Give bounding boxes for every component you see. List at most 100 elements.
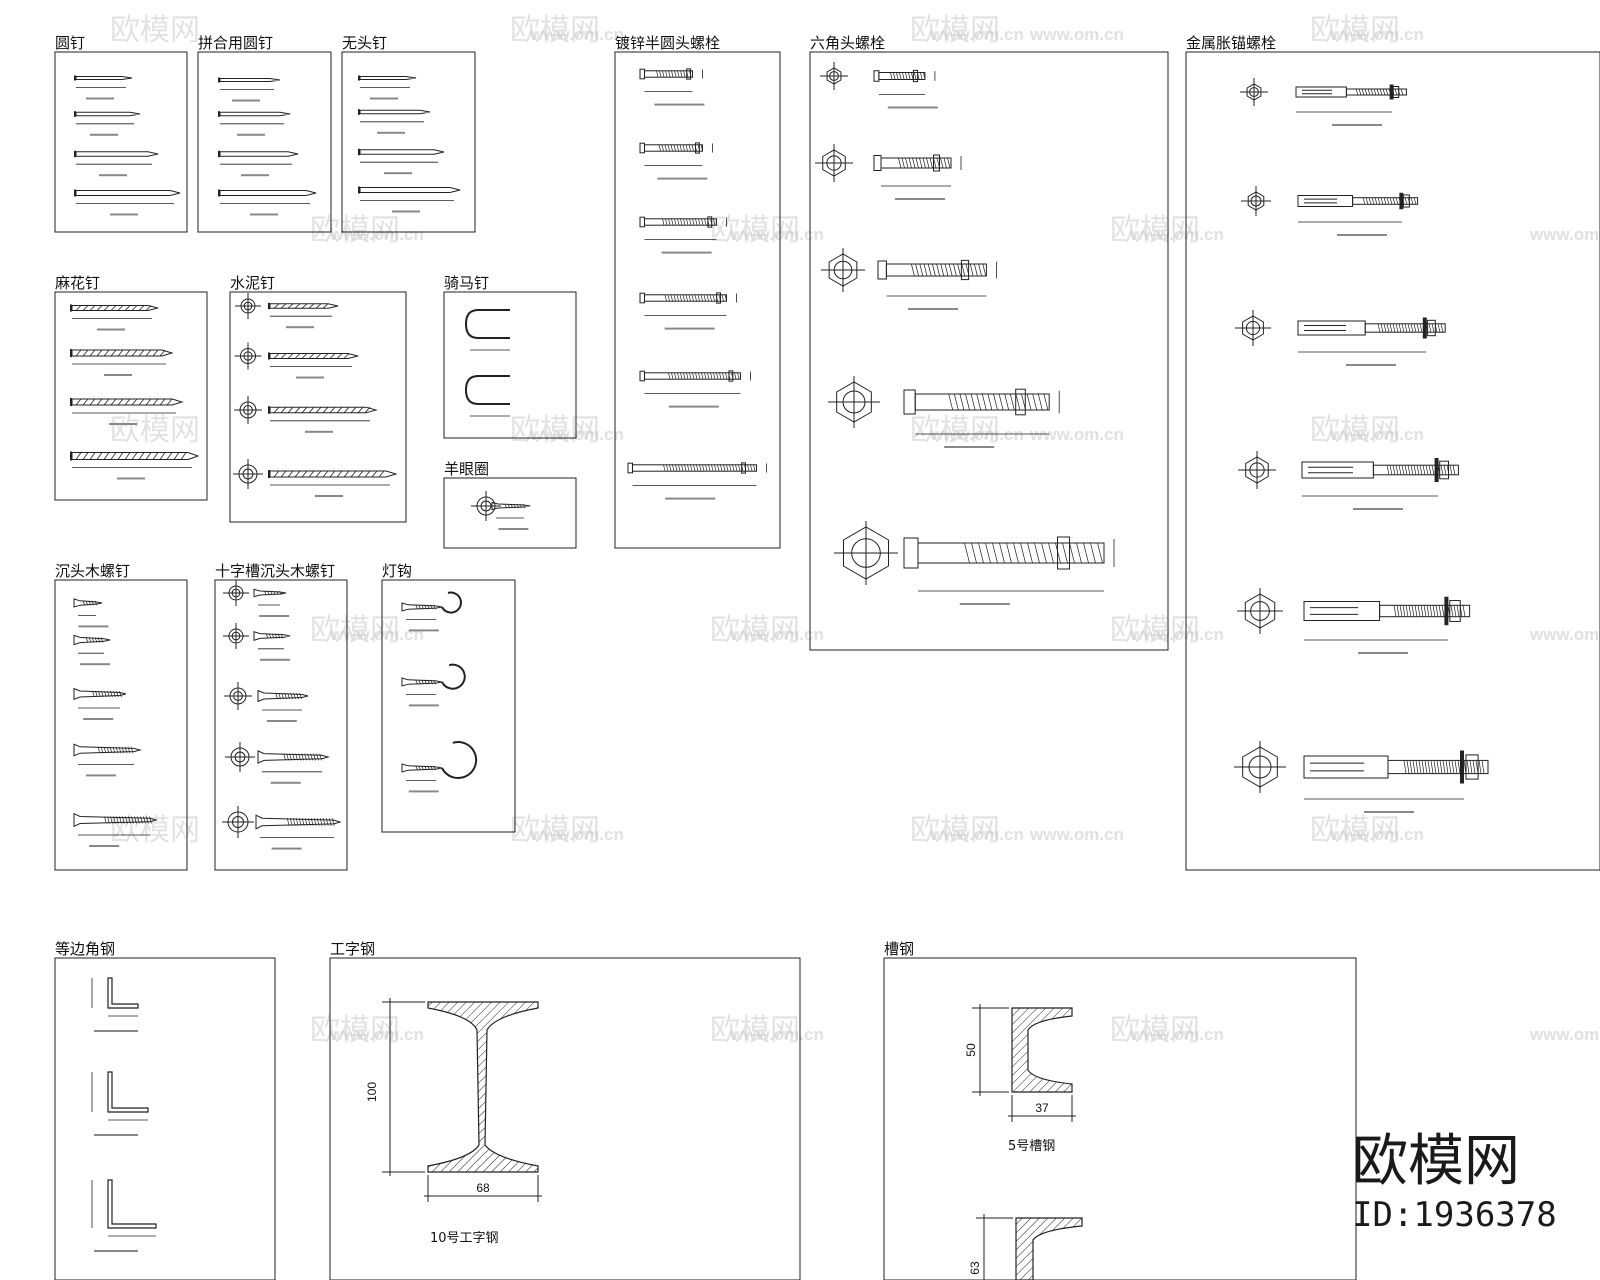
anchor-bolt-3-washer [1422,317,1427,339]
joint-nail-1 [218,77,281,102]
angle-steel-2-caption [94,1134,138,1136]
round-nail-3 [74,150,159,177]
galv-bolt-2-head [639,142,645,154]
round-nail-3-head [74,150,76,158]
cross-screw-5-body [255,814,342,830]
cement-nail-plan-2-o [240,348,256,364]
lamp-hook-3-shank-body [401,763,443,773]
joint-nail-3 [218,150,299,177]
title-lamp-hook: 灯钩 [382,562,412,580]
twist-nail-4-twist [75,452,187,460]
cross-screw-plan-5-o [227,811,249,833]
galv-bolt-3-nut [707,216,713,228]
watermark-tile-url: www.om.cn [929,825,1024,844]
galv-bolt-6-caption [665,497,716,500]
anchor-plan-6 [1234,741,1286,793]
twist-nail-2-caption [104,374,132,376]
watermark-tile-text: 欧模网 [910,813,1000,848]
cross-screw-plan-1-o [228,585,244,601]
countersunk-screw-1-body [73,598,103,608]
lamp-hook-1-shank-body [401,602,443,612]
anchor-plan-4-hex [1245,456,1269,484]
twist-nail-3-caption [109,423,137,425]
hex-bolt-3-caption [908,308,958,310]
anchor-bolt-1-thread [1355,88,1404,96]
angle-steel-3-caption [94,1250,138,1252]
hex-bolt-2-nut [933,154,940,172]
round-nail-4-shank [75,190,181,196]
watermark-tile-url: www.om.cn [1529,625,1600,644]
anchor-bolt-6-washer [1460,750,1464,784]
anchor-bolt-3-nut [1427,319,1436,337]
hex-bolt-2-caption [895,198,945,200]
title-cross-screw: 十字槽沉头木螺钉 [215,562,335,580]
lamp-hook-1-shank-thread [415,604,436,610]
galv-bolt-6-head [627,462,633,474]
galv-bolt-4 [639,292,737,330]
i-beam-name: 10号工字钢 [430,1231,499,1246]
cement-nail-4-head [268,470,270,478]
title-staple: 骑马钉 [444,274,489,292]
joint-nail-3-caption [241,174,269,177]
fastener-drawings [70,62,1489,1252]
galv-bolt-3 [639,216,727,254]
cement-nail-plan-4-c [242,468,254,480]
lamp-hook-1-shank-caption [408,629,439,632]
cement-nail-plan-4 [233,459,263,489]
angle-steel-3 [91,1179,157,1252]
galv-bolt-4-head [639,292,645,304]
angle-steel-1-caption [94,1030,138,1032]
hex-bolt-1-head [873,70,880,82]
round-nail-2-head [74,111,76,117]
anchor-bolt-5-washer [1444,596,1449,626]
brand-logo-text: 欧模网 [1352,1129,1520,1194]
hex-bolt-2-shank [880,157,952,169]
anchor-bolt-1 [1295,84,1407,126]
angle-steel-3-profile [107,1179,157,1229]
hex-bolt-3-thread [911,263,987,277]
cross-screw-4-caption [270,781,301,784]
watermark-tile-url: www.om.cn [329,225,424,244]
hex-bolt-4-thread [948,393,1049,411]
frame-eye-screw [443,477,577,549]
headless-nail-2 [358,109,431,134]
round-nail-1-shank [75,76,133,80]
lamp-hook-3-shank-caption [408,790,439,793]
anchor-bolt-2-sleeve [1297,195,1354,207]
anchor-plan-4 [1238,451,1276,489]
cement-nail-4-caption [315,495,343,497]
hex-bolt-plan-2 [815,144,853,182]
joint-nail-3-head [218,150,220,158]
hex-bolt-3 [877,259,997,310]
countersunk-screw-2-caption [80,663,110,666]
watermark-tile-url: www.om.cn [1529,1025,1600,1044]
title-hex-bolt: 六角头螺栓 [810,34,885,52]
cement-nail-plan-1-o [240,298,256,314]
cross-screw-plan-5-c [232,816,244,828]
watermark-tile-url: www.om.cn [929,25,1024,44]
hex-bolt-plan-3 [821,248,865,292]
hex-bolt-5-shank [917,542,1105,564]
hex-bolt-plan-5 [834,521,898,585]
anchor-plan-2 [1241,186,1271,216]
i-beam-section: 100 68 10号工字钢 [365,998,542,1246]
galv-bolt-5 [639,370,751,408]
anchor-bolt-2-caption [1337,234,1387,236]
anchor-bolt-1-nut [1392,86,1400,98]
channel2-profile [1015,1217,1083,1280]
anchor-bolt-4 [1301,458,1459,510]
hex-bolt-plan-4 [828,376,880,428]
title-channel-steel: 槽钢 [884,940,914,958]
frame-anchor-bolt [1185,51,1600,871]
galv-bolt-6 [627,462,767,500]
twist-nail-4-head [70,451,72,461]
twist-nail-1 [70,304,159,331]
hex-bolt-plan-5-c [851,538,881,568]
title-twist-nail: 麻花钉 [55,274,100,292]
cement-nail-3-head [268,406,270,414]
galv-bolt-4-caption [664,327,715,330]
watermark-tile-url: www.om.cn [1329,25,1424,44]
countersunk-screw-5 [73,812,158,847]
lamp-hook-1-hook [441,591,462,614]
title-headless-nail: 无头钉 [342,34,387,52]
